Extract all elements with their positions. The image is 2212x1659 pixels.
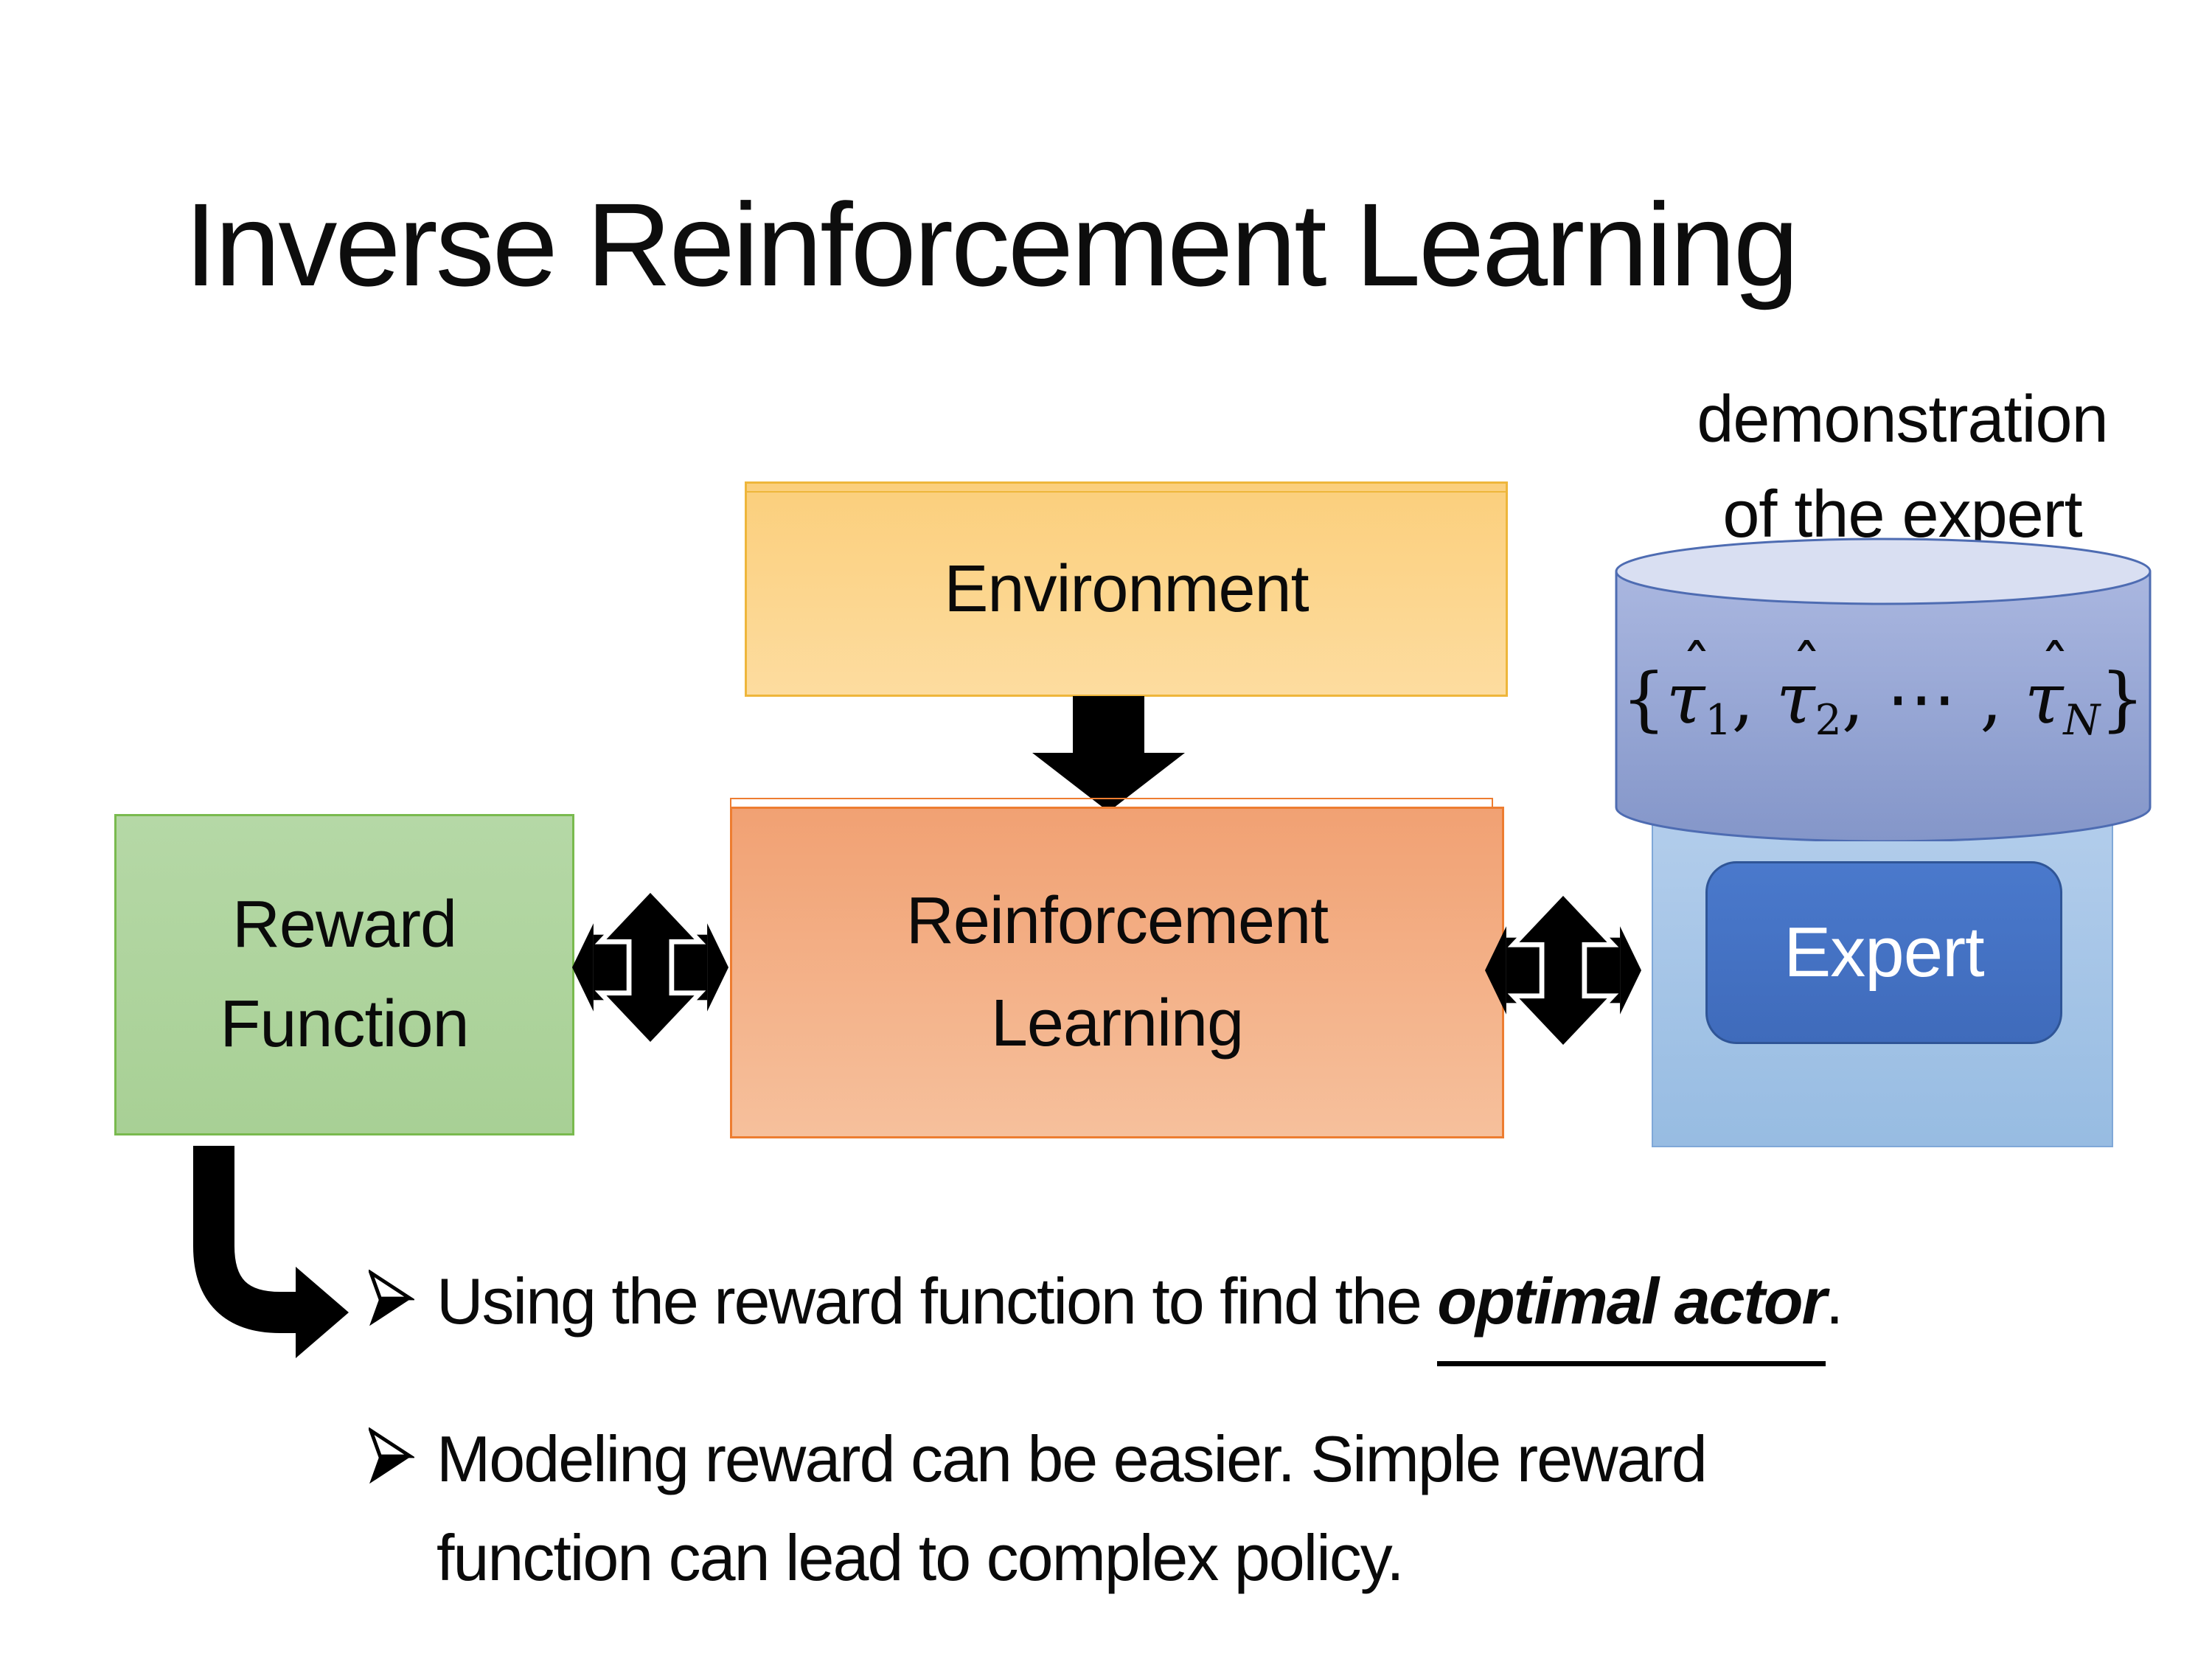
expert-box: Expert [1705,861,2062,1044]
elbow-arrow-icon [193,1146,349,1358]
bullet-arrowhead-icon [369,1427,414,1484]
bullet1-prefix: Using the reward function to find the [437,1265,1438,1338]
exchange-arrow-left-icon [572,889,728,1046]
reward-label-line2: Function [220,987,469,1061]
demonstration-caption-line1: demonstration [1697,383,2108,456]
reinforcement-learning-box: Reinforcement Learning [730,807,1504,1138]
environment-box: Environment [745,481,1508,697]
subscript-2: 2 [1815,695,1842,745]
bullet2-line2: function can lead to complex policy. [437,1520,1405,1594]
environment-label: Environment [944,552,1309,626]
bullet-arrowhead-icon [369,1270,414,1326]
bullet-item-2: Modeling reward can be easier. Simple re… [437,1410,1985,1607]
bullet2-line1: Modeling reward can be easier. Simple re… [437,1422,1708,1495]
reward-label-line1: Reward [232,888,457,961]
page-title: Inverse Reinforcement Learning [184,178,1799,310]
bullet-item-1: Using the reward function to find the op… [437,1252,1843,1366]
bullet1-emphasis: optimal actor [1437,1252,1827,1366]
down-block-arrow-icon [1032,696,1185,812]
formula-open-brace: { [1621,658,1666,740]
rl-label-line1: Reinforcement [905,883,1329,958]
demonstration-database-icon [1615,538,2152,841]
subscript-1: 1 [1705,695,1732,745]
expert-label: Expert [1784,913,1984,992]
subscript-N: N [2063,695,2101,745]
formula-close-brace: } [2100,658,2145,740]
bullet1-suffix: . [1825,1265,1843,1338]
demonstration-caption: demonstration of the expert [1556,372,2212,562]
formula-dots: ⋯ [1886,658,1958,740]
rl-label-line2: Learning [990,987,1244,1060]
reward-function-box: Reward Function [114,814,574,1135]
exchange-arrow-right-icon [1485,892,1641,1048]
